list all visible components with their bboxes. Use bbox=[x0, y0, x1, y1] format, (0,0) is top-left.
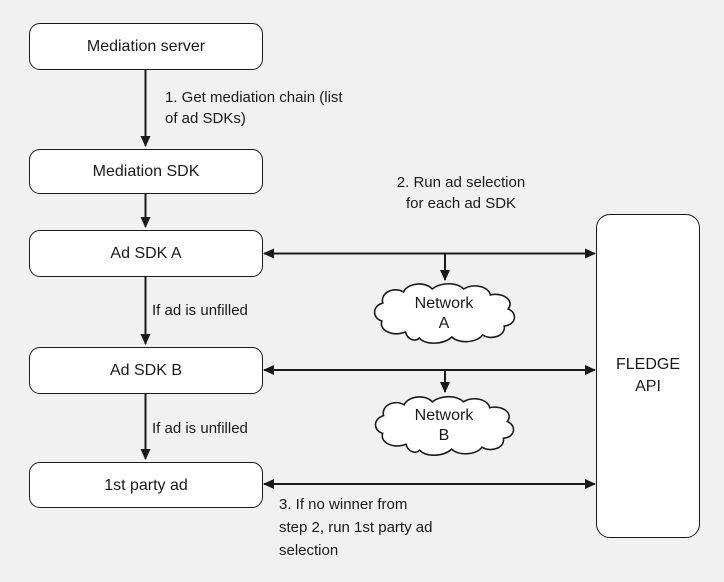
node-ad-sdk-b: Ad SDK B bbox=[29, 347, 263, 394]
node-first-party-ad: 1st party ad bbox=[29, 462, 263, 508]
cloud-network-b bbox=[374, 395, 515, 456]
node-mediation-server: Mediation server bbox=[29, 23, 263, 70]
node-fledge-api: FLEDGE API bbox=[596, 214, 700, 538]
annotation-step-3: 3. If no winner from step 2, run 1st par… bbox=[279, 496, 433, 559]
node-ad-sdk-a: Ad SDK A bbox=[29, 230, 263, 277]
cloud-network-a-label: Network A bbox=[414, 294, 474, 332]
cloud-network-b-label: Network B bbox=[414, 407, 474, 444]
annotation-step-1: 1. Get mediation chain (list of ad SDKs) bbox=[165, 89, 343, 127]
annotation-if-ad-unfilled-2: If ad is unfilled bbox=[152, 420, 248, 437]
cloud-network-a bbox=[373, 282, 516, 344]
annotation-if-ad-unfilled-1: If ad is unfilled bbox=[152, 302, 248, 319]
node-mediation-sdk: Mediation SDK bbox=[29, 149, 263, 194]
annotation-step-2: 2. Run ad selection for each ad SDK bbox=[396, 174, 526, 212]
